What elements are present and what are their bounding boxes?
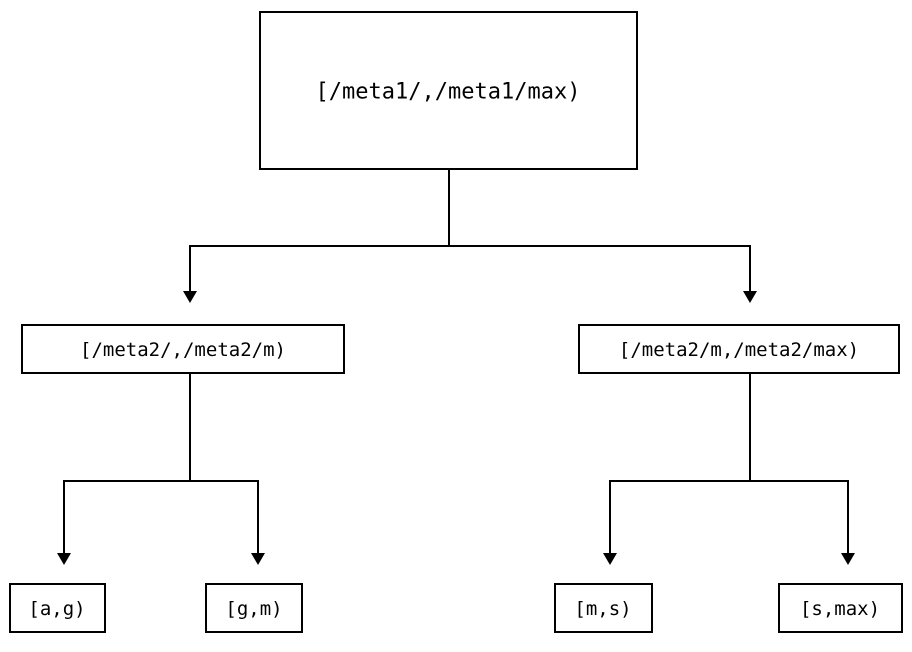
node-mid-right-label: [/meta2/m,/meta2/max)	[619, 339, 859, 361]
arrow-to-leaf-ag-icon	[57, 553, 71, 565]
node-mid-right-box	[578, 324, 900, 374]
node-leaf-ag-label: [a,g)	[28, 598, 85, 620]
arrow-to-mid-left-icon	[183, 291, 197, 303]
arrow-to-mid-right-icon	[743, 291, 757, 303]
node-leaf-smax[interactable]: [s,max)	[778, 583, 903, 633]
node-root[interactable]: [/meta1/,/meta1/max)	[259, 11, 638, 170]
node-leaf-gm[interactable]: [g,m)	[205, 583, 303, 633]
node-leaf-gm-box	[205, 583, 303, 633]
node-root-label: [/meta1/,/meta1/max)	[316, 80, 581, 105]
node-leaf-gm-label: [g,m)	[225, 598, 282, 620]
node-leaf-smax-label: [s,max)	[800, 598, 880, 620]
node-leaf-ag-box	[9, 583, 106, 633]
edge-group-root	[183, 170, 757, 303]
node-root-box	[259, 11, 638, 170]
node-mid-right[interactable]: [/meta2/m,/meta2/max)	[578, 324, 900, 374]
node-leaf-ms-box	[554, 583, 653, 633]
node-mid-left[interactable]: [/meta2/,/meta2/m)	[21, 324, 345, 374]
node-leaf-ag[interactable]: [a,g)	[9, 583, 106, 633]
edge-group-left-subtree	[57, 374, 265, 565]
edge-group-right-subtree	[603, 374, 855, 565]
arrow-to-leaf-gm-icon	[251, 553, 265, 565]
node-leaf-smax-box	[778, 583, 903, 633]
node-leaf-ms[interactable]: [m,s)	[554, 583, 653, 633]
arrow-to-leaf-ms-icon	[603, 553, 617, 565]
node-mid-left-label: [/meta2/,/meta2/m)	[80, 339, 286, 361]
arrow-to-leaf-smax-icon	[841, 553, 855, 565]
node-leaf-ms-label: [m,s)	[574, 598, 631, 620]
node-mid-left-box	[21, 324, 345, 374]
